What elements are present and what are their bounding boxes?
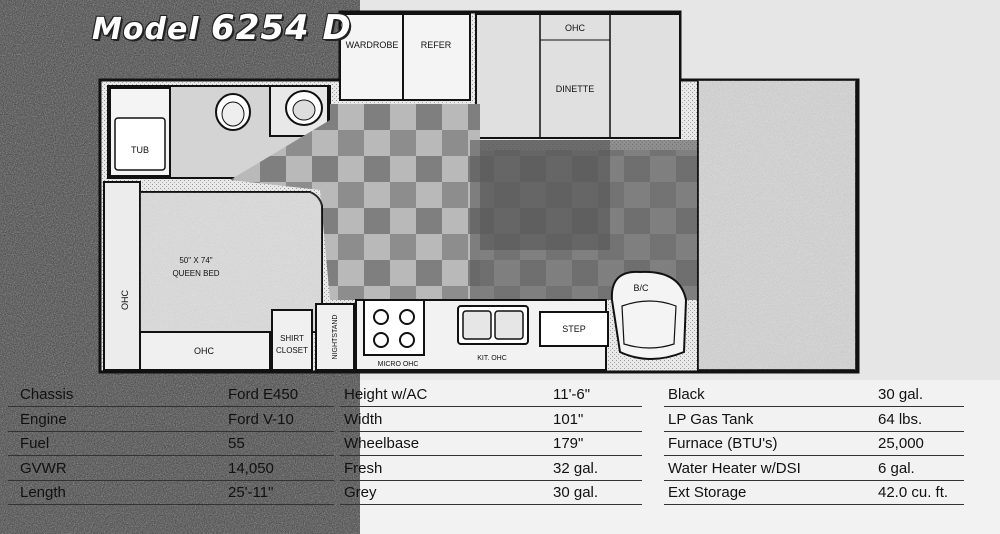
spec-value: Ford V-10 (228, 410, 294, 428)
bed-size-label: 50" X 74" (179, 256, 212, 265)
spec-label: Fresh (344, 459, 383, 477)
ohc-bottom-label: OHC (194, 346, 215, 356)
spec-row-rule (664, 479, 964, 481)
spec-label: Width (344, 410, 383, 428)
spec-label: Fuel (20, 435, 50, 452)
spec-value: 11'-6" (553, 386, 591, 403)
spec-row-rule (664, 430, 964, 432)
spec-row-rule (340, 504, 642, 505)
spec-value: 179" (553, 435, 584, 452)
spec-row-rule (664, 406, 964, 407)
spec-value: 64 lbs. (878, 410, 923, 428)
spec-value: 25'-11" (228, 484, 274, 501)
spec-value: 30 gal. (553, 484, 599, 501)
step-label: STEP (562, 324, 586, 334)
tub-label: TUB (131, 145, 149, 155)
spec-value: 30 gal. (878, 386, 924, 403)
spec-value: 32 gal. (553, 459, 599, 477)
spec-label: Black (668, 386, 705, 403)
spec-row-rule (8, 406, 334, 407)
spec-label: GVWR (20, 459, 67, 477)
bedroom: OHC 50" X 74" QUEEN BED OHC SHIRT CLOSET… (103, 181, 355, 371)
spec-value: 25,000 (878, 435, 924, 452)
dinette-label: DINETTE (556, 84, 595, 94)
stove-burner-icon (399, 332, 415, 348)
spec-value: 14,050 (228, 459, 274, 477)
spec-row-rule (8, 504, 334, 505)
wardrobe-refer-cabinets: WARDROBE REFER (339, 13, 471, 101)
model-title: Model 6254 D (92, 8, 352, 48)
spec-row-rule (664, 455, 964, 456)
spec-label: Engine (20, 410, 67, 428)
closet-label-1: SHIRT (280, 334, 304, 343)
spec-label: Height w/AC (344, 386, 428, 403)
spec-row-rule (8, 455, 334, 456)
kit-ohc-label: KIT. OHC (477, 355, 507, 362)
closet-label-2: CLOSET (276, 346, 308, 355)
spec-value: Ford E450 (228, 386, 299, 403)
spec-label: Chassis (20, 386, 74, 403)
stove-burner-icon (373, 332, 389, 348)
spec-row-rule (340, 406, 642, 407)
model-prefix: Model (92, 12, 200, 47)
kitchen: MICRO OHC KIT. OHC STEP (355, 299, 609, 371)
passenger-seat: B/C (610, 270, 688, 360)
spec-row-rule (8, 479, 334, 481)
spec-row-rule (664, 504, 964, 505)
spec-label: Grey (344, 484, 377, 501)
spec-row-rule (8, 430, 334, 432)
model-number: 6254 D (211, 8, 352, 48)
spec-row-rule (340, 455, 642, 456)
cab-area (697, 79, 857, 371)
spec-value: 55 (228, 435, 245, 452)
spec-label: LP Gas Tank (668, 410, 754, 428)
stove-burner-icon (373, 309, 389, 325)
wardrobe-label: WARDROBE (346, 40, 399, 50)
spec-row-rule (340, 479, 642, 481)
dinette-area: OHC DINETTE (475, 13, 681, 139)
micro-ohc-label: MICRO OHC (378, 361, 419, 368)
spec-value: 42.0 cu. ft. (878, 484, 949, 501)
spec-label: Ext Storage (668, 484, 747, 501)
ohc-side-label: OHC (120, 290, 130, 311)
nightstand-label: NIGHTSTAND (332, 315, 339, 360)
kitchen-sink-icon (462, 310, 492, 340)
spec-label: Length (20, 484, 66, 501)
spec-row-rule (340, 430, 642, 432)
ohc-top-label: OHC (565, 23, 586, 33)
bc-label: B/C (633, 283, 649, 293)
spec-value: 6 gal. (878, 459, 915, 477)
refer-label: REFER (421, 40, 452, 50)
bathroom: TUB (107, 85, 331, 179)
spec-label: Water Heater w/DSI (668, 459, 801, 477)
bed-type-label: QUEEN BED (172, 269, 219, 278)
spec-label: Wheelbase (344, 435, 420, 452)
spec-value: 101" (553, 410, 584, 428)
spec-label: Furnace (BTU's) (668, 435, 778, 452)
stove-burner-icon (399, 309, 415, 325)
